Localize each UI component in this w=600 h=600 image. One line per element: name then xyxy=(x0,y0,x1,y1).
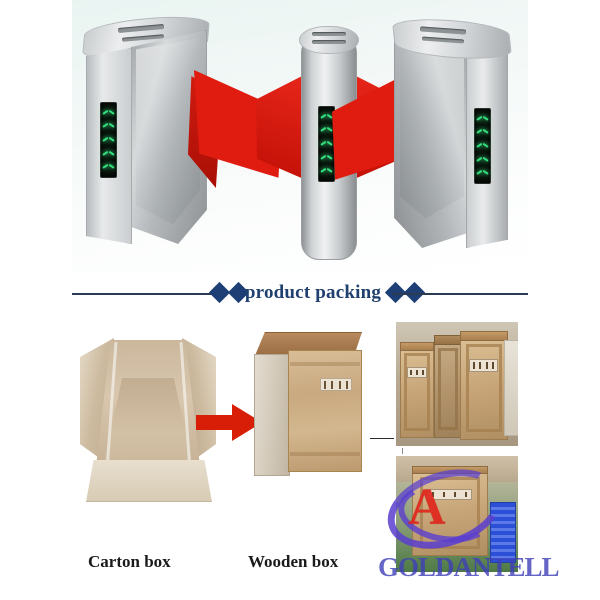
turnstile-middle-vent-slot xyxy=(312,40,346,44)
green-arrow-icon xyxy=(321,154,332,161)
green-arrow-icon xyxy=(321,113,332,120)
wooden-box-front xyxy=(288,350,362,472)
green-arrow-icon xyxy=(103,136,114,143)
turnstile-middle-card-slot xyxy=(312,32,346,36)
crate-frame xyxy=(420,476,480,550)
crate-cap xyxy=(460,330,508,342)
carton-front-flap xyxy=(86,460,212,502)
turnstile-right xyxy=(332,12,547,264)
crate-label xyxy=(469,359,498,372)
crate-cap xyxy=(411,465,489,475)
green-arrow-icon xyxy=(103,123,114,130)
wooden-box-batten xyxy=(290,362,360,366)
crate xyxy=(434,335,462,438)
wooden-box-illustration xyxy=(248,332,368,482)
bracket-stub xyxy=(370,438,402,440)
green-arrow-icon xyxy=(103,164,114,171)
crate xyxy=(400,341,434,438)
crate-frame xyxy=(404,353,430,431)
green-arrow-icon xyxy=(103,109,114,116)
crate xyxy=(411,465,489,556)
section-divider: product packing xyxy=(0,272,600,314)
turnstile-left xyxy=(78,10,282,260)
packing-panel: A GOLDANTELL Carton box Wooden box xyxy=(0,314,600,600)
crate xyxy=(460,330,508,440)
crate-label xyxy=(406,366,427,378)
crate-cap xyxy=(400,341,434,351)
wooden-box-side xyxy=(254,354,290,476)
turnstile-middle-flap-left xyxy=(256,74,306,180)
wooden-box-caption: Wooden box xyxy=(248,552,339,571)
blue-plastic-crates xyxy=(490,502,516,563)
crate-label xyxy=(426,489,473,500)
green-arrow-icon xyxy=(321,127,332,134)
green-arrow-icon xyxy=(477,142,488,149)
arrow-shaft xyxy=(196,415,236,430)
product-render-panel xyxy=(72,0,528,272)
crate-frame xyxy=(465,344,503,432)
crate-cap xyxy=(434,335,462,345)
divider-rule-left xyxy=(72,293,212,295)
carton-box-caption: Carton box xyxy=(88,552,171,571)
section-title: product packing xyxy=(244,282,382,303)
green-arrow-icon xyxy=(103,150,114,157)
crate-frame xyxy=(437,347,459,431)
green-arrow-icon xyxy=(477,129,488,136)
wooden-box-batten xyxy=(290,452,360,456)
carton-box-illustration xyxy=(78,334,218,509)
green-arrow-icon xyxy=(477,156,488,163)
turnstile-right-direction-indicator xyxy=(474,108,491,184)
wooden-box-shipping-label xyxy=(320,378,352,391)
green-arrow-icon xyxy=(477,115,488,122)
photo-warehouse-crates xyxy=(394,320,520,448)
turnstile-left-direction-indicator xyxy=(100,102,117,178)
wall-panel xyxy=(504,340,518,436)
photo-single-crate xyxy=(394,454,520,574)
turnstile-right-glass-panel xyxy=(400,43,464,219)
divider-rule-right xyxy=(392,293,528,295)
green-arrow-icon xyxy=(321,168,332,175)
green-arrow-icon xyxy=(321,140,332,147)
green-arrow-icon xyxy=(477,170,488,177)
